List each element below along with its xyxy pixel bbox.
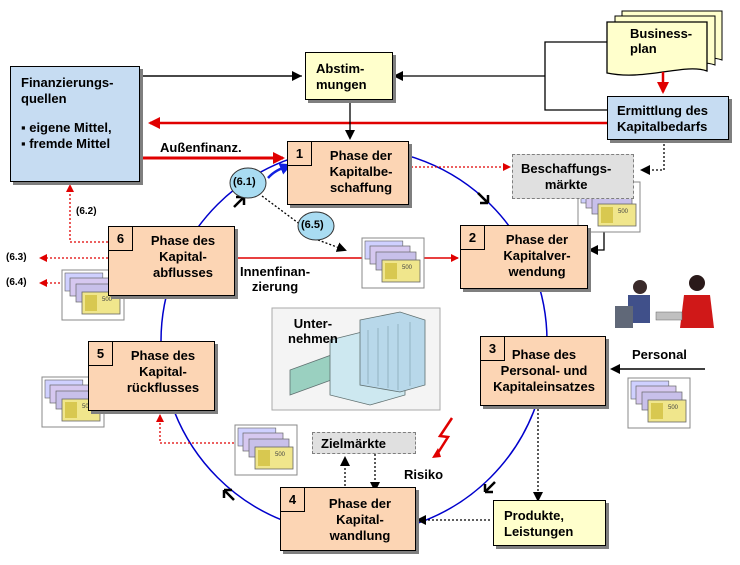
building-icon bbox=[289, 311, 426, 406]
people-icon bbox=[615, 275, 714, 328]
financing-sources-box: Finanzierungs- quellen ▪ eigene Mittel, … bbox=[10, 66, 140, 182]
ermittlung-label: Ermittlung des Kapitalbedarfs bbox=[617, 103, 709, 134]
phase-3-label: Phase des Personal- und Kapitaleinsatzes bbox=[493, 347, 595, 394]
produkte-box: Produkte, Leistungen bbox=[493, 500, 606, 546]
lightning-icon bbox=[434, 417, 454, 457]
personal-label: Personal bbox=[632, 347, 687, 362]
beschaffungsmaerkte-label: Beschaffungs- märkte bbox=[521, 161, 612, 192]
phase-6-label: Phase des Kapital- abflusses bbox=[150, 233, 216, 280]
banknote-icon bbox=[361, 237, 425, 289]
phase-4-box: 4 Phase der Kapital- wandlung bbox=[280, 487, 416, 551]
phase-4-number: 4 bbox=[281, 488, 305, 512]
beschaffungsmaerkte-box: Beschaffungs- märkte bbox=[512, 154, 634, 199]
abstimmungen-box: Abstim- mungen bbox=[305, 52, 393, 100]
ref-6-2-label: (6.2) bbox=[76, 206, 97, 217]
phase-5-box: 5 Phase des Kapital- rückflusses bbox=[88, 341, 215, 411]
risiko-label: Risiko bbox=[404, 467, 444, 482]
financing-sources-item-own: ▪ eigene Mittel, bbox=[21, 120, 112, 135]
phase-2-box: 2 Phase der Kapitalver- wendung bbox=[460, 225, 588, 289]
ref-6-4-label: (6.4) bbox=[6, 277, 27, 288]
financing-sources-title: Finanzierungs- quellen bbox=[21, 75, 114, 106]
badge-6-5 bbox=[297, 211, 335, 241]
badge-6-1 bbox=[229, 167, 267, 199]
phase-5-number: 5 bbox=[89, 342, 113, 366]
phase-1-box: 1 Phase der Kapitalbe- schaffung bbox=[287, 141, 409, 205]
banknote-icon bbox=[234, 424, 298, 476]
badge-6-1-label: (6.1) bbox=[233, 176, 256, 188]
phase-1-label: Phase der Kapitalbe- schaffung bbox=[329, 148, 393, 195]
aussenfinanz-label: Außenfinanz. bbox=[160, 140, 242, 155]
businessplan-label: Business- plan bbox=[630, 26, 693, 56]
phase-1-number: 1 bbox=[288, 142, 312, 166]
phase-2-number: 2 bbox=[461, 226, 485, 250]
zielmaerkte-label: Zielmärkte bbox=[321, 436, 387, 451]
unternehmen-label: Unter- nehmen bbox=[288, 316, 338, 346]
phase-3-number: 3 bbox=[481, 337, 505, 361]
badge-6-5-label: (6.5) bbox=[301, 219, 324, 231]
phase-6-box: 6 Phase des Kapital- abflusses bbox=[108, 226, 235, 296]
phase-5-label: Phase des Kapital- rückflusses bbox=[126, 348, 200, 395]
phase-4-label: Phase der Kapital- wandlung bbox=[328, 496, 392, 543]
zielmaerkte-box: Zielmärkte bbox=[312, 432, 416, 454]
abstimmungen-label: Abstim- mungen bbox=[316, 61, 367, 92]
ref-6-3-label: (6.3) bbox=[6, 252, 27, 263]
phase-2-label: Phase der Kapitalver- wendung bbox=[503, 232, 571, 279]
ermittlung-box: Ermittlung des Kapitalbedarfs bbox=[607, 96, 729, 140]
phase-6-number: 6 bbox=[109, 227, 133, 251]
phase-3-box: 3 Phase des Personal- und Kapitaleinsatz… bbox=[480, 336, 606, 406]
financing-sources-item-external: ▪ fremde Mittel bbox=[21, 136, 111, 151]
innenfinanz-label: Innenfinan- zierung bbox=[240, 264, 311, 294]
banknote-icon bbox=[627, 377, 691, 429]
produkte-label: Produkte, Leistungen bbox=[504, 508, 574, 539]
businessplan-stack bbox=[606, 10, 723, 76]
